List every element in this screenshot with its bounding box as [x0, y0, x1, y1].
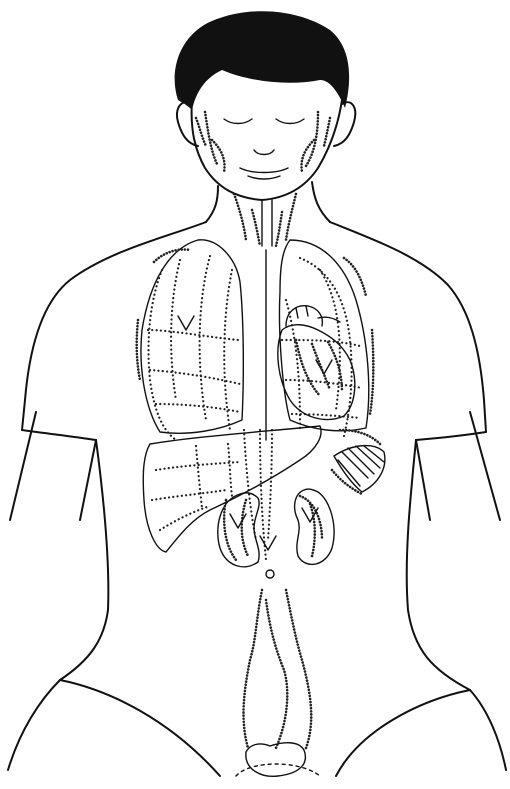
arrow-left-lung: [178, 316, 194, 330]
kidneys: [218, 489, 334, 567]
mouth: [240, 168, 288, 173]
right-eye: [276, 119, 304, 124]
right-kidney: [295, 489, 334, 564]
liver-outline: [143, 426, 321, 552]
left-shoulder: [22, 222, 206, 430]
head: [175, 11, 356, 200]
stomach: [332, 430, 385, 494]
mouth-lower: [248, 176, 280, 179]
heart: [278, 306, 355, 420]
heart-vessels: [296, 306, 340, 322]
face-energy-dots: [196, 112, 330, 172]
liver-energy-dots: [152, 444, 240, 530]
liver: [143, 426, 321, 552]
trachea: [262, 200, 272, 246]
throat-dots: [234, 194, 296, 246]
heart-outline: [278, 325, 355, 420]
lungs: [137, 240, 374, 440]
left-hip: [8, 680, 60, 770]
hair: [175, 11, 349, 110]
groin-line: [60, 680, 470, 776]
left-eye: [224, 119, 252, 124]
left-side: [60, 440, 108, 680]
face-outline: [192, 100, 342, 200]
neck-right: [312, 182, 330, 222]
arrow-left-kidney: [230, 514, 246, 528]
neck-left: [206, 186, 218, 222]
heart-energy-dots: [296, 340, 342, 396]
kidney-energy-dots: [224, 496, 322, 560]
central-dots: [244, 430, 272, 560]
aortic-arch: [286, 306, 322, 326]
lower-channel-dots: [244, 590, 312, 748]
nose: [254, 150, 274, 155]
right-side: [407, 440, 470, 690]
lung-border-dots: [137, 250, 374, 415]
torso-outline: [8, 182, 506, 776]
left-armpit: [22, 430, 96, 440]
right-arm: [416, 412, 500, 520]
lower-abdomen: [244, 570, 312, 776]
navel: [266, 570, 274, 578]
right-hip: [470, 690, 506, 770]
